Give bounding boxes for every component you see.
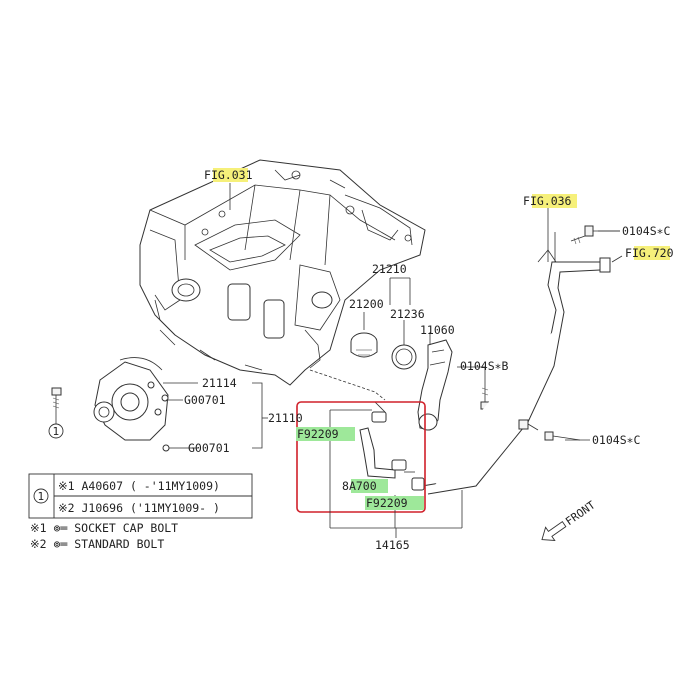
svg-text:F92209: F92209: [366, 496, 408, 510]
callout-f92209-a[interactable]: F92209: [296, 427, 355, 441]
callout-fig-720[interactable]: FIG.720: [625, 246, 674, 260]
callout-fig-036[interactable]: FIG.036: [523, 194, 577, 208]
water-pump-drawing: [93, 357, 185, 452]
svg-text:8A700: 8A700: [342, 479, 377, 493]
coolant-pipe-drawing: [421, 232, 611, 495]
callout-21114[interactable]: 21114: [202, 376, 237, 390]
svg-text:FIG.720: FIG.720: [625, 246, 674, 260]
callout-circle-1[interactable]: 1: [48, 423, 64, 439]
callout-g00701-b[interactable]: G00701: [188, 441, 230, 455]
callout-21200[interactable]: 21200: [349, 297, 384, 311]
front-arrow: FRONT: [541, 498, 598, 541]
callout-bolt-c-bottom[interactable]: 0104S∗C: [592, 433, 641, 447]
front-label: FRONT: [563, 498, 598, 528]
hose-drawing: [359, 401, 425, 491]
legend-standard-bolt: ※2 ⊚═ STANDARD BOLT: [30, 537, 164, 551]
note-table: 1 ※1 A40607 ( -'11MY1009) ※2 J10696 ('11…: [28, 473, 253, 519]
callout-11060[interactable]: 11060: [420, 323, 455, 337]
callout-g00701-a[interactable]: G00701: [184, 393, 226, 407]
highlight-frame: [296, 401, 426, 513]
thermostat-drawing: [350, 332, 378, 358]
legend-socket-cap-bolt: ※1 ⊚═ SOCKET CAP BOLT: [30, 521, 178, 535]
callout-21210[interactable]: 21210: [372, 262, 407, 276]
callout-14165[interactable]: 14165: [375, 538, 410, 552]
svg-text:1: 1: [53, 425, 60, 438]
callout-f92209-b[interactable]: F92209: [365, 496, 424, 510]
table-row-1: ※1 A40607 ( -'11MY1009): [58, 479, 220, 493]
callout-bolt-c-top[interactable]: 0104S∗C: [622, 224, 671, 238]
callout-8a700[interactable]: 8A700: [342, 479, 388, 493]
bolt-c-top-drawing: [570, 225, 620, 245]
svg-text:F92209: F92209: [297, 427, 339, 441]
table-row-2: ※2 J10696 ('11MY1009- ): [58, 501, 220, 515]
bolt-left-drawing: [51, 387, 62, 420]
callout-fig-031[interactable]: FIG.031: [204, 168, 253, 182]
callout-21236[interactable]: 21236: [390, 307, 425, 321]
svg-text:FIG.036: FIG.036: [523, 194, 572, 208]
engine-block-drawing: [139, 159, 426, 386]
callout-bolt-b[interactable]: 0104S∗B: [460, 359, 509, 373]
thermostat-housing-drawing: [417, 339, 453, 431]
callout-21110[interactable]: 21110: [268, 411, 303, 425]
svg-text:FIG.031: FIG.031: [204, 168, 253, 182]
table-marker: 1: [38, 490, 45, 503]
gasket-ring-drawing: [391, 344, 417, 370]
